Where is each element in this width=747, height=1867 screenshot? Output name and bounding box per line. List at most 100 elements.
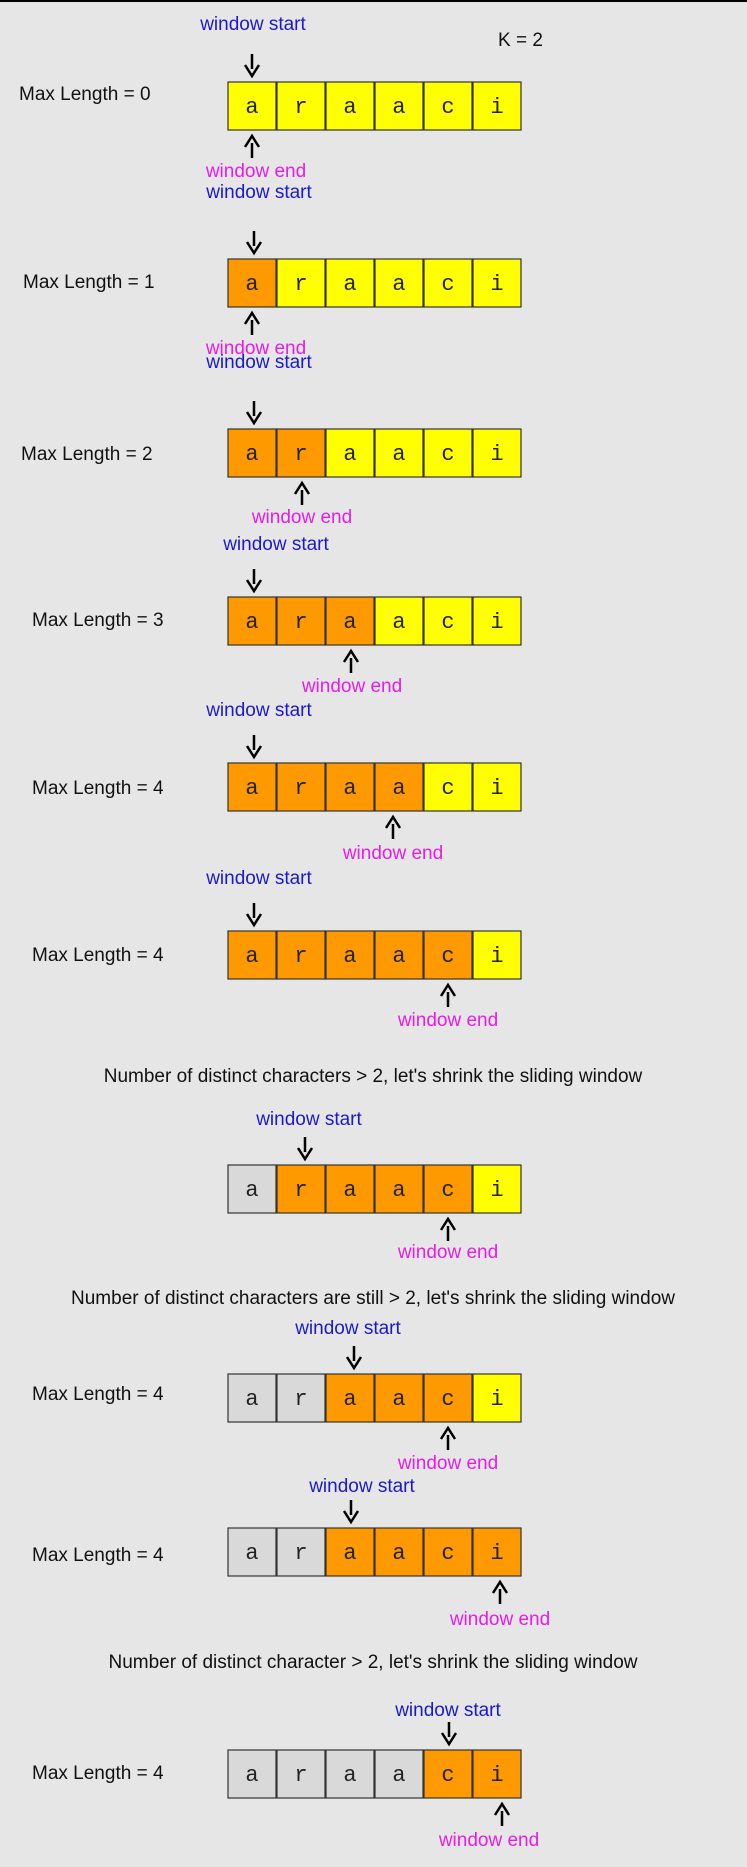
window-start-arrow [245, 735, 263, 760]
window-end-label: window end [397, 1242, 498, 1263]
window-start-label: window start [308, 1476, 415, 1497]
array-cell [325, 1164, 375, 1214]
cell-char: c [441, 776, 454, 801]
array-cell [276, 81, 326, 131]
step-note: Number of distinct characters are still … [71, 1288, 675, 1309]
cell-char: a [343, 442, 356, 467]
array-cell [276, 762, 326, 812]
window-start-label: window start [199, 14, 306, 35]
array-cell [374, 81, 424, 131]
cell-char: i [490, 442, 503, 467]
cell-char: c [441, 442, 454, 467]
window-start-label: window start [255, 1109, 362, 1130]
array-cell [374, 258, 424, 308]
array-cell [227, 762, 277, 812]
cell-char: a [343, 272, 356, 297]
array-cell [374, 428, 424, 478]
window-start-label: window start [394, 1700, 501, 1721]
cell-char: r [294, 272, 307, 297]
window-start-arrow [243, 54, 261, 79]
array-cell [227, 1164, 277, 1214]
cell-char: c [441, 944, 454, 969]
cell-char: i [490, 1178, 503, 1203]
array-cell [423, 81, 473, 131]
max-length-label: Max Length = 0 [19, 84, 151, 105]
cell-char: c [441, 610, 454, 635]
cell-char: r [294, 944, 307, 969]
array-cell [374, 762, 424, 812]
window-end-arrow [491, 1579, 509, 1604]
cell-char: a [343, 610, 356, 635]
cell-char: c [441, 272, 454, 297]
cell-char: a [343, 1763, 356, 1788]
window-start-arrow [296, 1137, 314, 1162]
window-start-label: window start [205, 352, 312, 373]
array-cell [423, 596, 473, 646]
window-start-arrow [440, 1722, 458, 1747]
window-end-label: window end [397, 1010, 498, 1031]
array-cell [423, 258, 473, 308]
window-start-label: window start [222, 534, 329, 555]
cell-char: r [294, 1763, 307, 1788]
cell-char: a [392, 95, 405, 120]
step-note: Number of distinct characters > 2, let's… [104, 1066, 643, 1087]
array-cell [276, 1373, 326, 1423]
window-end-arrow [243, 133, 261, 158]
window-end-arrow [293, 480, 311, 505]
window-start-arrow [245, 903, 263, 928]
window-end-label: window end [342, 843, 443, 864]
array-cell [227, 596, 277, 646]
array-cell [374, 596, 424, 646]
array-cell [227, 258, 277, 308]
cell-char: r [294, 776, 307, 801]
window-end-label: window end [449, 1609, 550, 1630]
array-cell [423, 930, 473, 980]
cell-char: a [245, 1541, 258, 1566]
cell-char: i [490, 776, 503, 801]
array-cell [276, 1749, 326, 1799]
window-end-arrow [243, 310, 261, 335]
cell-char: c [441, 1178, 454, 1203]
array-cell [423, 1373, 473, 1423]
window-start-arrow [245, 401, 263, 426]
cell-char: i [490, 1541, 503, 1566]
window-end-arrow [439, 1216, 457, 1241]
cell-char: a [245, 944, 258, 969]
window-end-label: window end [251, 507, 352, 528]
array-cell [227, 1527, 277, 1577]
step-6: Number of distinct characters > 2, let's… [104, 1066, 643, 1087]
cell-char: a [392, 1387, 405, 1412]
step-11: Number of distinct character > 2, let's … [108, 1652, 637, 1673]
array-cell [472, 1527, 522, 1577]
cell-char: a [245, 610, 258, 635]
cell-char: r [294, 610, 307, 635]
cell-char: a [343, 95, 356, 120]
array-cell [227, 1749, 277, 1799]
array-cell [374, 1527, 424, 1577]
array-cell [227, 81, 277, 131]
cell-char: c [441, 1387, 454, 1412]
max-length-label: Max Length = 1 [23, 272, 155, 293]
window-end-arrow [384, 814, 402, 839]
max-length-label: Max Length = 4 [32, 778, 164, 799]
cell-char: a [392, 776, 405, 801]
array-cell [227, 1373, 277, 1423]
window-start-arrow [345, 1346, 363, 1371]
cell-char: a [245, 776, 258, 801]
array-cell [325, 1373, 375, 1423]
cell-char: a [392, 1541, 405, 1566]
cell-char: a [343, 776, 356, 801]
array-cell [325, 1749, 375, 1799]
window-start-arrow [342, 1500, 360, 1525]
array-cell [325, 81, 375, 131]
window-end-arrow [493, 1801, 511, 1826]
window-end-label: window end [205, 161, 306, 182]
array-cell [472, 930, 522, 980]
array-cell [276, 1527, 326, 1577]
max-length-label: Max Length = 4 [32, 1545, 164, 1566]
window-end-arrow [439, 1425, 457, 1450]
